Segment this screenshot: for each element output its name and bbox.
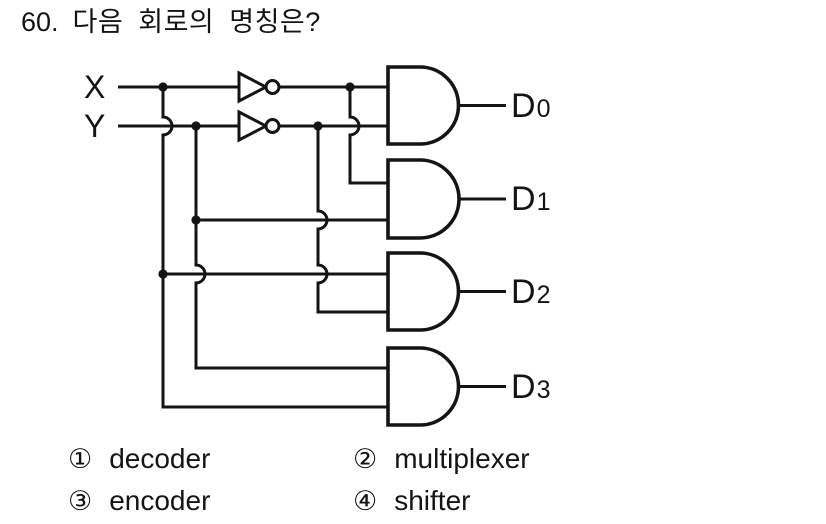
not-bubble-x (264, 79, 281, 95)
option-multiplexer[interactable]: ② multiplexer (353, 443, 530, 475)
output-label-d2: D2 (511, 272, 550, 312)
not-gate-y (237, 109, 270, 143)
option-label: shifter (394, 485, 471, 516)
junction-dot-ynot-tap (313, 121, 323, 131)
output-base: D (511, 272, 537, 311)
question-title: 60. 다음 회로의 명칭은? (21, 7, 321, 38)
junction-dot-y-d1 (191, 215, 201, 225)
junction-dot-x-tap (158, 82, 168, 92)
output-subscript: 1 (536, 188, 551, 216)
and-gate-d3 (386, 346, 461, 427)
option-label: encoder (109, 485, 211, 516)
not-gate-x (237, 70, 270, 104)
option-encoder[interactable]: ③ encoder (68, 485, 211, 517)
and-gate-d1 (386, 158, 461, 240)
junction-dot-y-tap (191, 121, 201, 131)
output-label-d1: D1 (511, 179, 550, 219)
option-shifter[interactable]: ④ shifter (353, 485, 471, 517)
option-marker: ② (353, 444, 378, 474)
option-label: multiplexer (394, 443, 530, 474)
junction-dot-x-d2 (158, 269, 168, 279)
option-marker: ③ (68, 486, 93, 516)
output-label-d3: D3 (511, 367, 550, 407)
bus-xnot (348, 87, 389, 185)
output-subscript: 3 (536, 375, 551, 404)
output-subscript: 2 (536, 280, 551, 309)
option-decoder[interactable]: ① decoder (68, 443, 211, 475)
bus-x (161, 87, 389, 409)
bus-ynot (316, 126, 389, 314)
option-label: decoder (109, 443, 211, 474)
output-base: D (511, 86, 537, 125)
question-number: 60. (21, 7, 59, 37)
input-label-y: Y (84, 108, 106, 144)
input-label-x: X (84, 69, 106, 105)
output-label-d0: D0 (511, 86, 550, 126)
not-bubble-y (264, 118, 281, 134)
and-gate-d2 (386, 251, 461, 332)
option-marker: ① (68, 444, 93, 474)
bus-y (194, 126, 389, 370)
option-marker: ④ (353, 486, 378, 516)
output-base: D (511, 367, 537, 406)
and-gate-d0 (386, 65, 461, 146)
junction-dot-xnot-tap (345, 82, 355, 92)
output-subscript: 0 (536, 94, 551, 123)
question-text: 다음 회로의 명칭은? (72, 7, 321, 37)
output-base: D (511, 180, 537, 218)
